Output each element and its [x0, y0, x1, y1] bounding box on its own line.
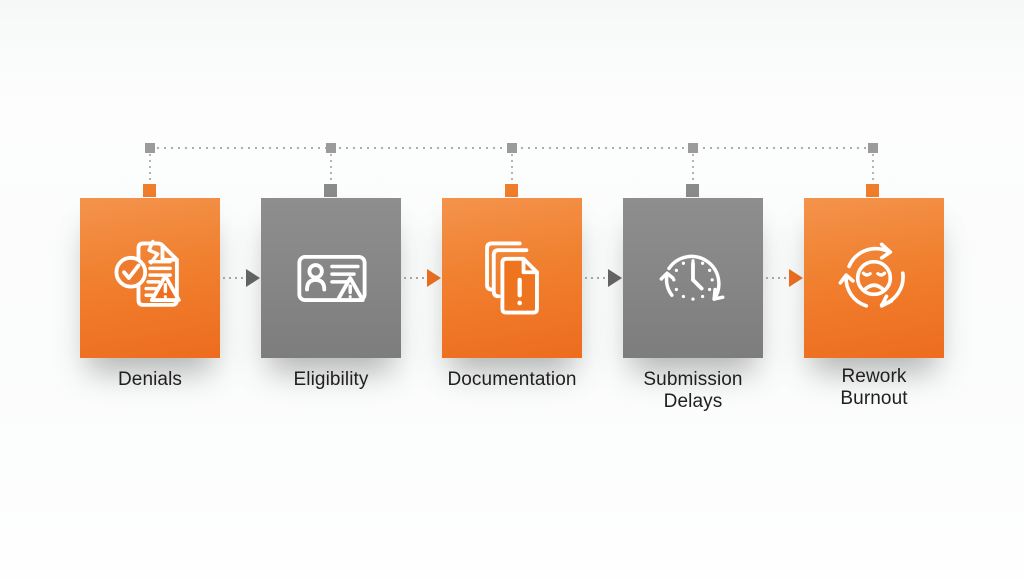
stub-square: [143, 184, 156, 197]
rail-node: [145, 143, 155, 153]
step-label-documentation: Documentation: [447, 369, 577, 390]
arrow-dots: [766, 277, 788, 279]
stub-square: [866, 184, 879, 197]
step-box-eligibility: [261, 198, 401, 358]
step-label-denials: Denials: [117, 369, 183, 390]
arrow-right-icon: [427, 269, 441, 287]
rail-node: [868, 143, 878, 153]
arrow-dots: [223, 277, 245, 279]
step-label-eligibility: Eligibility: [293, 369, 369, 390]
arrow-right-icon: [608, 269, 622, 287]
rail-node: [688, 143, 698, 153]
stub-square: [505, 184, 518, 197]
id-card-warning-icon: [297, 254, 367, 302]
step-box-denials: [80, 198, 220, 358]
arrow-right-icon: [246, 269, 260, 287]
clock-delay-icon: [659, 254, 725, 301]
step-box-rework-burnout: [804, 198, 944, 358]
step-label-rework-burnout: Rework Burnout: [840, 366, 908, 409]
torn-claim-warning-icon: [114, 239, 181, 307]
stub-square: [686, 184, 699, 197]
connector-drop-line: [330, 154, 332, 183]
connector-drop-line: [872, 154, 874, 183]
arrow-dots: [404, 277, 426, 279]
rail-node: [326, 143, 336, 153]
connector-drop-line: [511, 154, 513, 183]
arrow-dots: [585, 277, 607, 279]
step-label-submission-delays: Submission Delays: [643, 369, 743, 412]
step-box-submission-delays: [623, 198, 763, 358]
stub-square: [324, 184, 337, 197]
step-box-documentation: [442, 198, 582, 358]
rail-node: [507, 143, 517, 153]
connector-drop-line: [692, 154, 694, 183]
arrow-right-icon: [789, 269, 803, 287]
connector-drop-line: [149, 154, 151, 183]
document-stack-alert-icon: [485, 241, 539, 315]
rework-cycle-sad-face-icon: [838, 242, 905, 308]
